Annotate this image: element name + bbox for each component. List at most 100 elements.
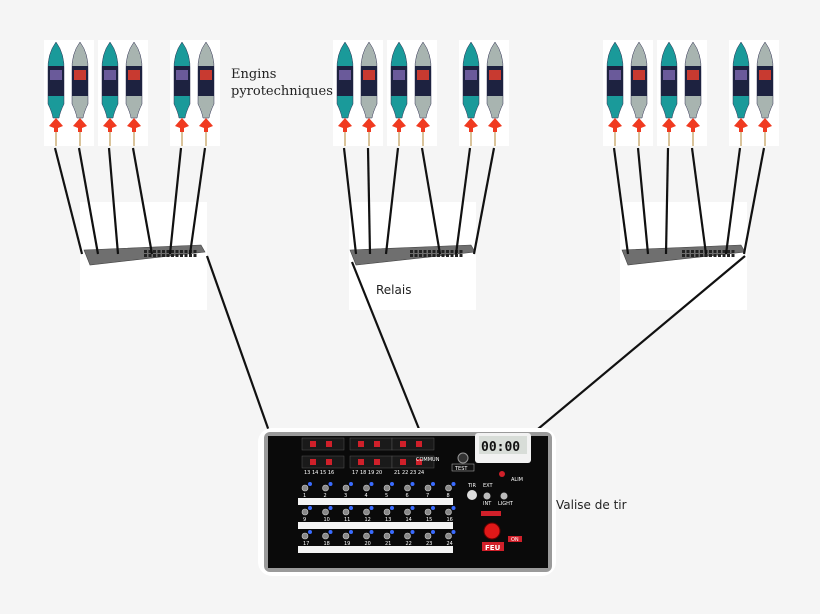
rocket-stick (494, 132, 496, 146)
relay-group-3 (603, 40, 779, 310)
wire-rocket-to-relay (690, 147, 708, 255)
channel-led (349, 506, 353, 510)
channel-label-strip (298, 498, 453, 505)
channel-number: 18 (324, 541, 330, 547)
channel-switch (424, 532, 432, 540)
rocket-stick (55, 132, 57, 146)
channel-number: 13 (385, 517, 391, 523)
relay-port (180, 250, 183, 253)
rocket-label-art (489, 70, 501, 80)
relay-port (700, 250, 703, 253)
channel-number: 15 (426, 517, 432, 523)
terminal-block (349, 437, 393, 451)
channel-led (451, 530, 456, 534)
relay-port (184, 254, 188, 257)
terminal-numbers: 13 14 15 16 (304, 470, 334, 476)
channel-label-strip (298, 546, 453, 553)
channel-switch (363, 532, 370, 540)
channel-switch (404, 532, 411, 540)
label-relais: Relais (376, 283, 412, 297)
rocket-stick (109, 132, 111, 146)
channel-number: 21 (385, 541, 391, 547)
rocket-label-art (200, 70, 212, 80)
rocket-fins (127, 118, 141, 132)
rocket (486, 41, 504, 146)
relay-port (459, 254, 463, 257)
terminal-red (326, 441, 332, 447)
channel-led (431, 506, 435, 510)
int-toggle (483, 492, 491, 500)
rocket-stick (205, 132, 207, 146)
wire-rocket-to-relay (366, 147, 372, 255)
relay-port (166, 254, 170, 257)
test-label: TEST (454, 466, 468, 472)
rocket-label-art (128, 70, 140, 80)
rocket-stick (740, 132, 742, 146)
rocket-label-art (759, 70, 771, 80)
channel-led (410, 506, 415, 510)
rocket-stick (368, 132, 370, 146)
channel-number: 5 (385, 493, 388, 499)
channel-number: 22 (406, 541, 412, 547)
wire-rocket-to-relay (342, 147, 358, 255)
rocket-label-art (363, 70, 375, 80)
rocket-label-art (417, 70, 429, 80)
channel-led (431, 482, 435, 486)
timer-readout: 00:00 (481, 440, 520, 455)
tir-label: TIR (467, 483, 477, 489)
terminal-red (400, 459, 406, 465)
rocket-fins (175, 118, 189, 132)
relay-port (450, 250, 454, 253)
label-pyrotechniques: pyrotechniques (231, 84, 333, 99)
relay-port (193, 250, 197, 253)
channel-switch (363, 484, 370, 492)
relay-port (432, 254, 436, 257)
relay-port (153, 250, 156, 253)
rocket-fins (608, 118, 622, 132)
relay-port (432, 250, 436, 253)
relay-port (691, 250, 694, 253)
channel-number: 4 (365, 493, 368, 499)
wire-rocket-to-relay (384, 147, 400, 255)
channel-number: 12 (365, 517, 371, 523)
rocket-label-art (633, 70, 645, 80)
relay-port (162, 254, 165, 257)
channel-switch (424, 508, 432, 516)
rocket-stick (692, 132, 694, 146)
wire-rocket-to-relay (454, 147, 472, 255)
channel-led (328, 482, 333, 486)
channel-switch (404, 508, 411, 516)
channel-led (369, 482, 374, 486)
relay-port (704, 254, 708, 257)
relay-port (686, 250, 690, 253)
rocket-fins (686, 118, 700, 132)
wire-rocket-to-relay (188, 147, 207, 255)
relay-port (718, 250, 721, 253)
test-key-switch (457, 452, 469, 464)
channel-number: 6 (406, 493, 409, 499)
relay-port (414, 254, 418, 257)
channel-switch (383, 532, 391, 540)
rocket (732, 41, 750, 146)
relay-port (180, 254, 183, 257)
relay-port (682, 254, 685, 257)
relay-port (709, 250, 712, 253)
terminal-numbers: 21 22 23 24 (394, 470, 424, 476)
relay-port (691, 254, 694, 257)
relay-port (709, 254, 712, 257)
rocket-label-art (663, 70, 675, 80)
cable-relay1-to-firing-box (205, 255, 272, 435)
rocket-stick (422, 132, 424, 146)
channel-switch (445, 508, 452, 516)
terminal-block (391, 437, 435, 451)
relay-port (175, 250, 179, 253)
rocket-stick (470, 132, 472, 146)
tir-key (467, 490, 477, 500)
rocket (660, 41, 678, 146)
channel-number: 7 (426, 493, 429, 499)
rocket-stick (614, 132, 616, 146)
channel-led (390, 506, 394, 510)
on-plate (508, 536, 522, 542)
